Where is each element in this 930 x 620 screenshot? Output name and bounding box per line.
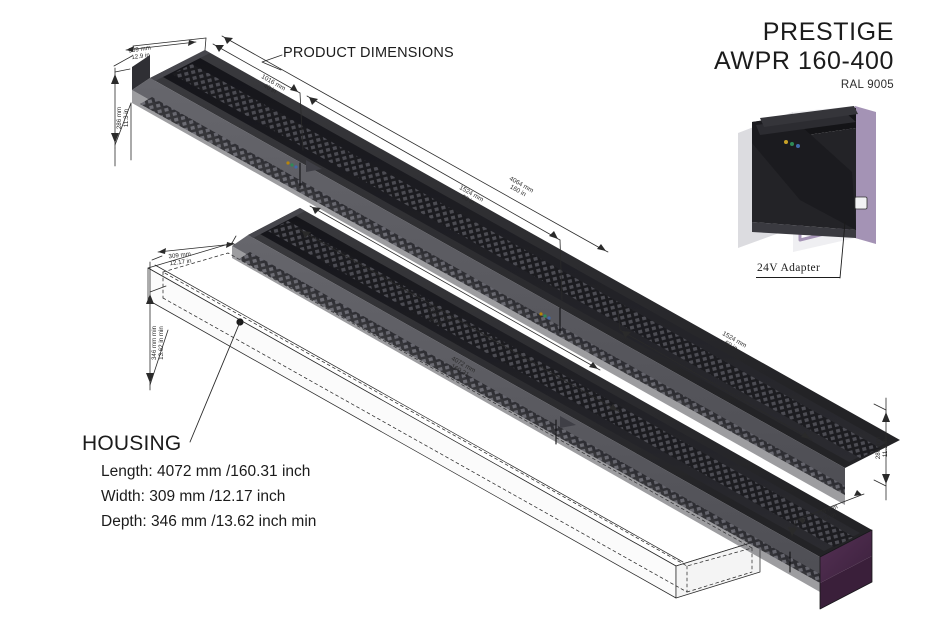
dim-top-height: 286 mm 11.3 in [116, 107, 130, 129]
dim-value-in: 12.17 in [169, 258, 192, 268]
adapter-detail-inset [738, 106, 876, 279]
finish-code: RAL 9005 [840, 79, 894, 91]
dim-value-in: 12 in [822, 511, 838, 523]
housing-spec-depth: Depth: 346 mm /13.62 inch min [101, 513, 317, 531]
model-number: AWPR 160-400 [714, 46, 894, 75]
dim-value-mm: 286 mm [116, 107, 123, 129]
dim-hou-depth: 346 mm min 13.62 in min [151, 325, 165, 360]
dim-hou-height: 286 mm 11.3 in [875, 437, 889, 459]
dim-value-mm: 346 mm min [151, 325, 158, 360]
top-product-view [132, 50, 900, 505]
top-view-dimensions [111, 35, 609, 301]
dim-value-mm: 309 mm [128, 45, 151, 55]
dim-value-mm: 286 mm [875, 437, 882, 459]
dim-value-mm: 309 mm [168, 251, 191, 261]
product-dimensions-label: PRODUCT DIMENSIONS [283, 45, 454, 61]
housing-spec-list: Length: 4072 mm /160.31 inch Width: 309 … [82, 459, 316, 534]
dim-value-in: 11.3 in [882, 438, 889, 457]
dim-value-in: 12.9 in [131, 52, 151, 62]
housing-heading: HOUSING [82, 432, 182, 455]
housing-spec-length: Length: 4072 mm /160.31 inch [101, 463, 311, 480]
dim-top-width: 309 mm 12.9 in [128, 45, 151, 62]
adapter-callout-label: 24V Adapter [757, 262, 821, 274]
housing-spec-width: Width: 309 mm /12.17 inch [101, 488, 286, 506]
dim-value-in: 13.62 in min [158, 326, 165, 360]
adapter-callout-underline [756, 277, 840, 278]
dim-value-in: 11.3 in [123, 108, 130, 127]
housing-spec-block: HOUSING Length: 4072 mm /160.31 inch Wid… [82, 432, 316, 534]
dim-hou-width: 309 mm 12.17 in [168, 251, 192, 268]
bottom-view-dimensions [146, 205, 890, 537]
title-block: PRESTIGE AWPR 160-400 RAL 9005 [714, 18, 894, 91]
brand-name: PRESTIGE [762, 18, 894, 46]
bottom-product-view [232, 208, 873, 610]
